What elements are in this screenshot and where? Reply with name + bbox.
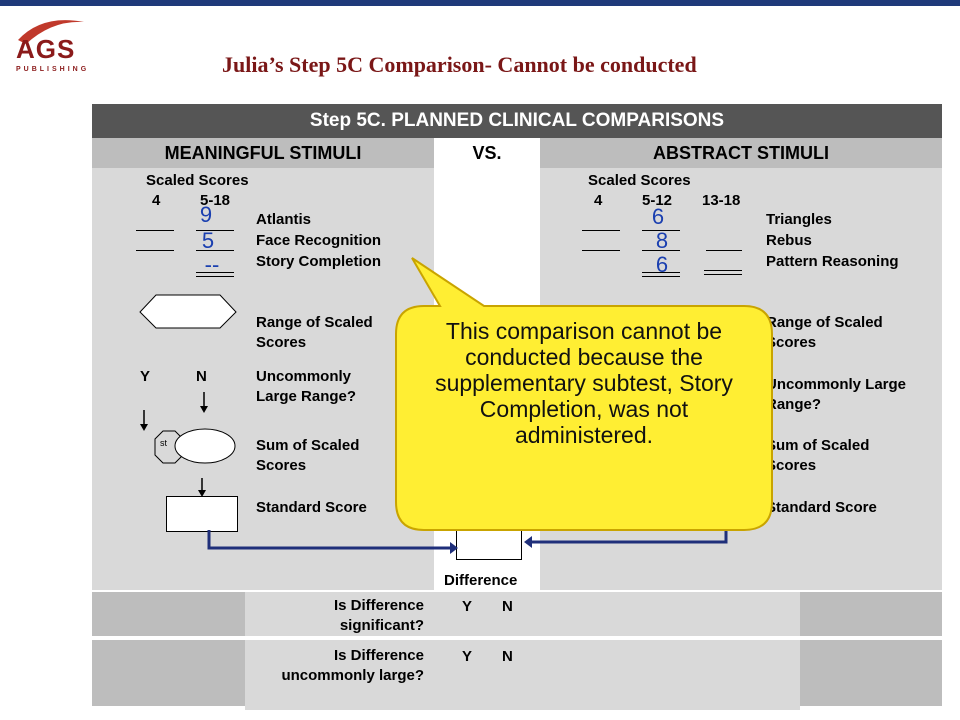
left-panel (92, 168, 434, 590)
left-blank-row3 (196, 272, 234, 273)
left-value-story-completion: -- (204, 252, 220, 277)
callout-text: This comparison cannot be conducted beca… (435, 318, 733, 448)
left-header: MEANINGFUL STIMULI (92, 138, 434, 168)
left-blank-age4-row1 (136, 230, 174, 231)
right-blank-row1 (642, 230, 680, 231)
right-blank-row2 (642, 250, 680, 251)
left-stop-text: st (160, 438, 168, 448)
right-header: ABSTRACT STIMULI (540, 138, 942, 168)
right-col-age-4: 4 (594, 192, 603, 209)
left-subtest-atlantis: Atlantis (256, 211, 312, 228)
left-col-age-5-18: 5-18 (200, 192, 231, 209)
top-accent-bar (0, 0, 960, 6)
right-blank-age4-row1 (582, 230, 620, 231)
question-row-2-cell (245, 640, 800, 710)
left-blank-row1 (196, 230, 234, 231)
ags-logo: AGS PUBLISHING (12, 14, 92, 78)
slide-title: Julia’s Step 5C Comparison- Cannot be co… (222, 52, 697, 77)
left-down-arrow-standard (198, 478, 206, 497)
left-uncommon-no: N (196, 368, 207, 385)
left-standard-score-box (166, 496, 238, 532)
left-blank-row2 (196, 250, 234, 251)
q1-yes: Y (462, 598, 473, 615)
left-uncommon-label: Uncommonly Large Range? (256, 368, 357, 405)
callout-bubble (395, 257, 773, 531)
left-value-atlantis: 9 (199, 202, 213, 227)
left-sum-label: Sum of Scaled Scores (256, 437, 360, 474)
logo-word: AGS (16, 34, 76, 64)
left-down-arrow-no (200, 392, 208, 413)
right-value-rebus: 8 (655, 228, 669, 253)
left-uncommon-yes: Y (140, 368, 151, 385)
logo-swoosh-icon (18, 20, 84, 44)
q2-question: Is Difference uncommonly large? (281, 647, 424, 684)
right-range-label: Range of Scaled Scores (766, 314, 883, 351)
left-stop-octagon (154, 430, 184, 464)
main-header: Step 5C. PLANNED CLINICAL COMPARISONS (92, 104, 942, 138)
right-blank-row3b (642, 276, 680, 277)
vs-header: VS. (434, 138, 540, 168)
left-blank-row3b (196, 276, 234, 277)
right-blank-older-row3 (704, 270, 742, 271)
question-row-1-cell (245, 592, 800, 636)
right-subtest-triangles: Triangles (766, 211, 832, 228)
left-down-arrow-yes (140, 410, 148, 431)
right-col-age-5-12: 5-12 (642, 192, 673, 209)
right-subtest-pattern-reasoning: Pattern Reasoning (766, 253, 899, 270)
left-value-face-recognition: 5 (201, 228, 215, 253)
left-sum-oval (174, 428, 236, 464)
right-blank-older-row3b (704, 274, 742, 275)
right-blank-row3 (642, 272, 680, 273)
difference-label: Difference (444, 572, 518, 589)
right-sum-label: Sum of Scaled Scores (766, 437, 870, 474)
left-subtest-face-recognition: Face Recognition (256, 232, 382, 249)
left-standard-label: Standard Score (256, 499, 367, 516)
left-range-label: Range of Scaled Scores (256, 314, 373, 351)
right-standard-label: Standard Score (766, 499, 877, 516)
right-col-age-13-18: 13-18 (702, 192, 741, 209)
right-blank-age4-row2 (582, 250, 620, 251)
left-blank-age4-row2 (136, 250, 174, 251)
q1-question: Is Difference significant? (333, 597, 424, 634)
q1-no: N (502, 598, 513, 615)
left-subtest-story-completion: Story Completion (256, 253, 382, 270)
right-value-triangles: 6 (651, 204, 665, 229)
logo-subtitle: PUBLISHING (16, 66, 90, 73)
q2-yes: Y (462, 648, 473, 665)
right-uncommon-label: Uncommonly Large Range? (766, 376, 907, 413)
left-scaled-scores-label: Scaled Scores (146, 172, 249, 189)
left-range-hexagon (139, 294, 237, 329)
left-col-age-4: 4 (152, 192, 161, 209)
right-blank-older-row2 (706, 250, 742, 251)
q2-no: N (502, 648, 513, 665)
right-value-pattern-reasoning: 6 (655, 252, 669, 277)
right-scaled-scores-label: Scaled Scores (588, 172, 691, 189)
right-subtest-rebus: Rebus (766, 232, 812, 249)
